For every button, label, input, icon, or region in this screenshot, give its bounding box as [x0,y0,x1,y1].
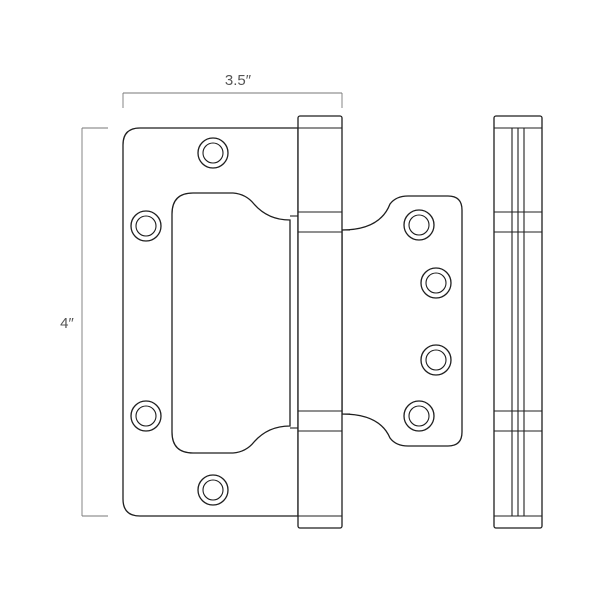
screw-hole [420,344,452,376]
screw-hole [197,474,229,506]
width-label: 3.5″ [225,72,252,89]
height-label: 4″ [60,315,74,332]
leaf-cutout [171,192,291,454]
screw-hole [130,400,162,432]
small-leaf-plate [341,195,463,447]
screw-hole [403,209,435,241]
screw-hole [420,267,452,299]
screw-hole [130,210,162,242]
height-dimension: 4″ [60,127,108,517]
screw-hole [403,400,435,432]
front-view [122,115,463,529]
side-view [493,115,543,529]
knuckle-barrel [290,115,350,529]
width-dimension: 3.5″ [122,72,343,108]
screw-hole [197,137,229,169]
